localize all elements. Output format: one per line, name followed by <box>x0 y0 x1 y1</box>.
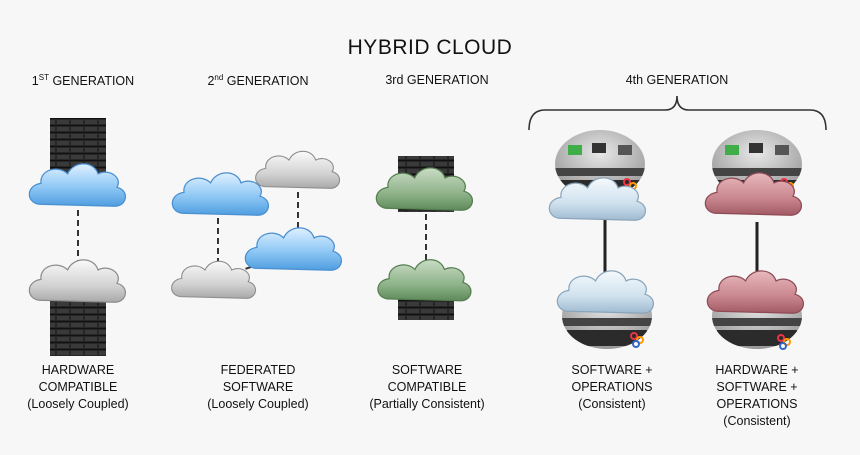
gen4-caption-hardware-software-ops: HARDWARE + SOFTWARE + OPERATIONS (Consis… <box>715 363 799 428</box>
gen3-green-cloud-bottom <box>377 259 472 302</box>
gen1-label: 1ST GENERATION <box>31 73 135 89</box>
gen4-gears-icon-4 <box>777 334 791 350</box>
gen1-blue-cloud <box>28 163 126 207</box>
gen4-lightblue-cloud-top <box>548 177 646 221</box>
gen2-caption: FEDERATED SOFTWARE (Loosely Coupled) <box>207 363 309 411</box>
gen4-gears-icon-3 <box>630 332 644 348</box>
gen1-gray-cloud <box>28 259 126 303</box>
gen4-lightblue-cloud-bottom <box>556 270 654 314</box>
gen4-red-cloud-bottom <box>706 270 804 314</box>
diagram-title: HYBRID CLOUD <box>347 36 513 59</box>
gen4-red-cloud-top <box>704 172 802 216</box>
gen3-green-cloud-top <box>375 167 473 211</box>
gen4-caption-software-ops: SOFTWARE + OPERATIONS (Consistent) <box>571 363 653 411</box>
gen4-label: 4th GENERATION <box>625 73 729 87</box>
gen3-caption: SOFTWARE COMPATIBLE (Partially Consisten… <box>369 363 485 411</box>
gen2-blue-cloud-left <box>171 172 269 216</box>
gen3-label: 3rd GENERATION <box>385 73 489 87</box>
gen2-blue-cloud-right <box>244 227 342 271</box>
gen1-caption: HARDWARE COMPATIBLE (Loosely Coupled) <box>27 363 129 411</box>
gen2-gray-cloud-bottom <box>171 260 257 299</box>
gen4-bracket <box>528 95 827 131</box>
gen2-gray-cloud-top <box>255 150 341 189</box>
gen2-label: 2nd GENERATION <box>207 73 309 89</box>
